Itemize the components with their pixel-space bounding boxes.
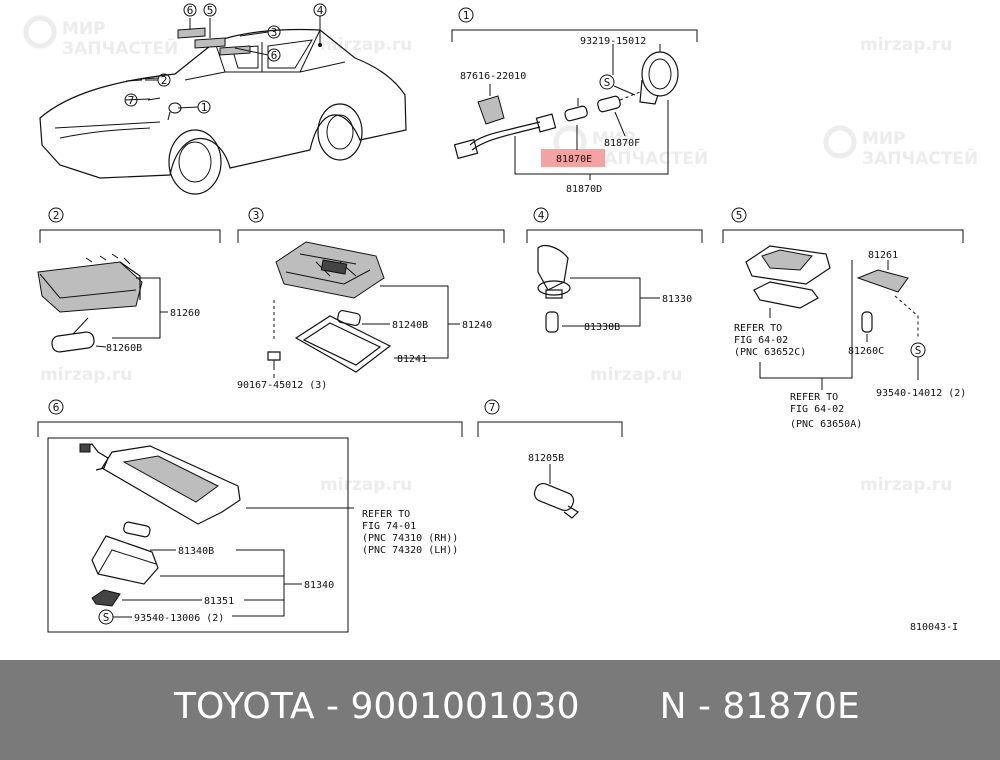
label-90167-45012: 90167-45012 (3)	[237, 380, 327, 391]
watermark-text: ЗАПЧАСТЕЙ	[62, 37, 178, 59]
label-81240: 81240	[462, 320, 492, 331]
label-87616-22010: 87616-22010	[460, 71, 526, 82]
group-6: 6 REFER TO FIG 74-01 (PNC 74310 (RH)) (P…	[37, 399, 463, 633]
group-number: 4	[538, 209, 545, 222]
car-callout: 3	[267, 25, 281, 39]
label-81340: 81340	[304, 580, 334, 591]
car-callout: 1	[197, 100, 211, 114]
group-5: 5 81261 S 93540-14012 (2) 81260C REFER T…	[722, 207, 966, 430]
gap	[579, 686, 659, 727]
figure-code: 810043-I	[910, 622, 958, 633]
label-81260C: 81260C	[848, 346, 884, 357]
refer-line: REFER TO	[362, 509, 410, 520]
group-number: 7	[489, 401, 496, 414]
refer-line: FIG 64-02	[734, 335, 788, 346]
label-93540-13006: 93540-13006 (2)	[134, 613, 224, 624]
separator: -	[686, 686, 723, 727]
highlight-81870E	[541, 149, 605, 167]
label-81870D: 81870D	[566, 184, 602, 195]
watermark-3: МИР ЗАПЧАСТЕЙ	[823, 125, 978, 169]
refer-line: (PNC 63652C)	[734, 347, 806, 358]
part-number-banner: TOYOTA - 9001001030 N - 81870E	[0, 660, 1000, 760]
pnc: 81870E	[722, 686, 860, 727]
watermark-text: ЗАПЧАСТЕЙ	[592, 147, 708, 169]
svg-text:4: 4	[317, 4, 324, 17]
car-callout: 7	[124, 93, 138, 107]
svg-text:5: 5	[207, 4, 214, 17]
label-81351: 81351	[204, 596, 234, 607]
label-81241: 81241	[397, 354, 427, 365]
svg-text:6: 6	[271, 49, 278, 62]
label-81870E: 81870E	[556, 154, 592, 165]
car-overview: 6 5 3 4 6 2 7 1	[39, 3, 407, 195]
label-81205B: 81205B	[528, 453, 564, 464]
refer-line: FIG 74-01	[362, 521, 416, 532]
svg-text:3: 3	[271, 26, 278, 39]
watermark-text: МИР	[862, 129, 906, 149]
group-number: 5	[736, 209, 743, 222]
watermark-site: mirzap.ru	[40, 365, 132, 385]
label-93219-15012: 93219-15012	[580, 36, 646, 47]
refer-line: FIG 64-02	[790, 404, 844, 415]
watermark-1: МИР ЗАПЧАСТЕЙ	[23, 15, 178, 59]
group-number: 2	[53, 209, 60, 222]
svg-text:7: 7	[128, 94, 135, 107]
label-81260: 81260	[170, 308, 200, 319]
watermark-site: mirzap.ru	[320, 475, 412, 495]
group-number: 6	[53, 401, 60, 414]
group-number: 1	[463, 9, 470, 22]
refer-line: (PNC 63650A)	[790, 419, 862, 430]
watermark-text: МИР	[62, 19, 106, 39]
watermark-site: mirzap.ru	[590, 365, 682, 385]
label-81870F: 81870F	[604, 138, 640, 149]
watermark-site: mirzap.ru	[860, 35, 952, 55]
watermark-site: mirzap.ru	[320, 35, 412, 55]
refer-line: REFER TO	[790, 392, 838, 403]
car-callout: 4	[313, 3, 327, 17]
s-symbol: S	[915, 344, 922, 357]
label-81340B: 81340B	[178, 546, 214, 557]
parts-diagram: МИР ЗАПЧАСТЕЙ mirzap.ru mirzap.ru МИР ЗА…	[23, 3, 978, 633]
car-callout: 2	[157, 73, 171, 87]
part-number: 9001001030	[350, 686, 580, 727]
group-number: 3	[253, 209, 260, 222]
refer-line: (PNC 74320 (LH))	[362, 545, 458, 556]
group-3: 3 90167-45012 (3) 81240B 81240 81241	[237, 207, 505, 391]
watermark-site: mirzap.ru	[860, 475, 952, 495]
car-callout: 5	[203, 3, 217, 17]
brand: TOYOTA	[174, 686, 315, 727]
label-81330: 81330	[662, 294, 692, 305]
svg-text:2: 2	[161, 74, 168, 87]
separator: -	[314, 686, 351, 727]
pnc-prefix: N	[659, 686, 687, 727]
svg-text:1: 1	[201, 101, 208, 114]
s-symbol: S	[604, 76, 611, 89]
label-81261: 81261	[868, 250, 898, 261]
group-7: 7 81205B	[477, 399, 623, 519]
refer-line: (PNC 74310 (RH))	[362, 533, 458, 544]
watermark-text: ЗАПЧАСТЕЙ	[862, 147, 978, 169]
label-81330B: 81330B	[584, 322, 620, 333]
label-93540-14012: 93540-14012 (2)	[876, 388, 966, 399]
group-2: 2 81260 81260B	[37, 207, 221, 354]
group-4: 4 81330 81330B	[526, 207, 703, 333]
group-1: 1 93219-15012 87616-22010 S 81870F 81870…	[451, 7, 698, 195]
car-callout: 6	[183, 3, 197, 17]
refer-line: REFER TO	[734, 323, 782, 334]
car-callout: 6	[267, 48, 281, 62]
label-81240B: 81240B	[392, 320, 428, 331]
label-81260B: 81260B	[106, 343, 142, 354]
s-symbol: S	[103, 611, 110, 624]
svg-text:6: 6	[187, 4, 194, 17]
watermark: МИР ЗАПЧАСТЕЙ mirzap.ru mirzap.ru МИР ЗА…	[23, 15, 978, 495]
part-number-line: TOYOTA - 9001001030 N - 81870E	[174, 686, 860, 727]
